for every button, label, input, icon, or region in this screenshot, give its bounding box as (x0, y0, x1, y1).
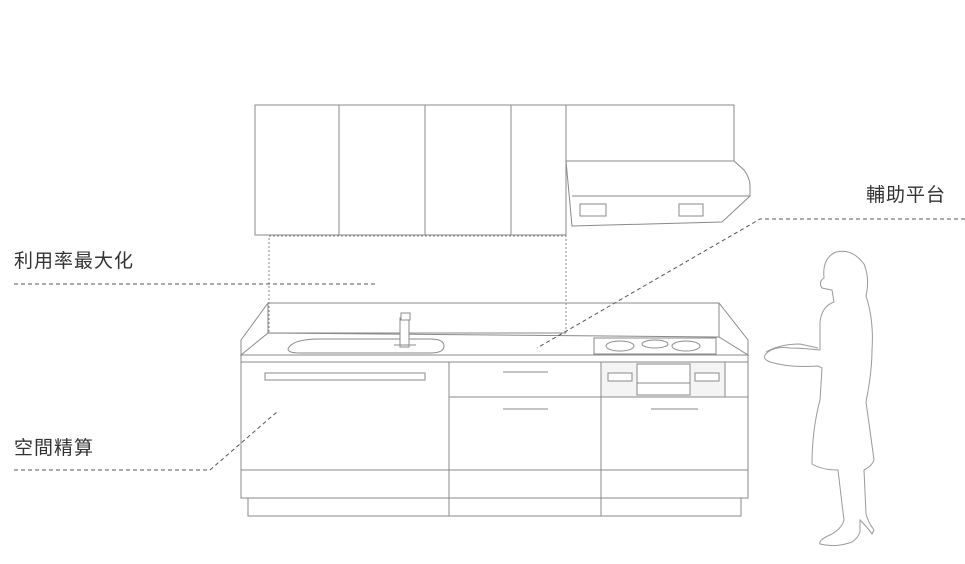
maximize-usage-label: 利用率最大化 (14, 250, 135, 272)
space-calculation-label: 空間精算 (14, 437, 95, 459)
sink (287, 312, 445, 354)
upper-cabinets (254, 104, 735, 236)
cooktop (593, 337, 717, 355)
callout-line-space-calculation (14, 410, 279, 471)
person-figure (764, 250, 875, 547)
auxiliary-counter-label: 輔助平台 (866, 184, 947, 206)
base-cabinets (240, 361, 749, 517)
wall-space-guide (268, 235, 567, 334)
backsplash (240, 302, 749, 355)
range-hood (565, 160, 751, 227)
callout-line-auxiliary-counter (536, 218, 965, 349)
